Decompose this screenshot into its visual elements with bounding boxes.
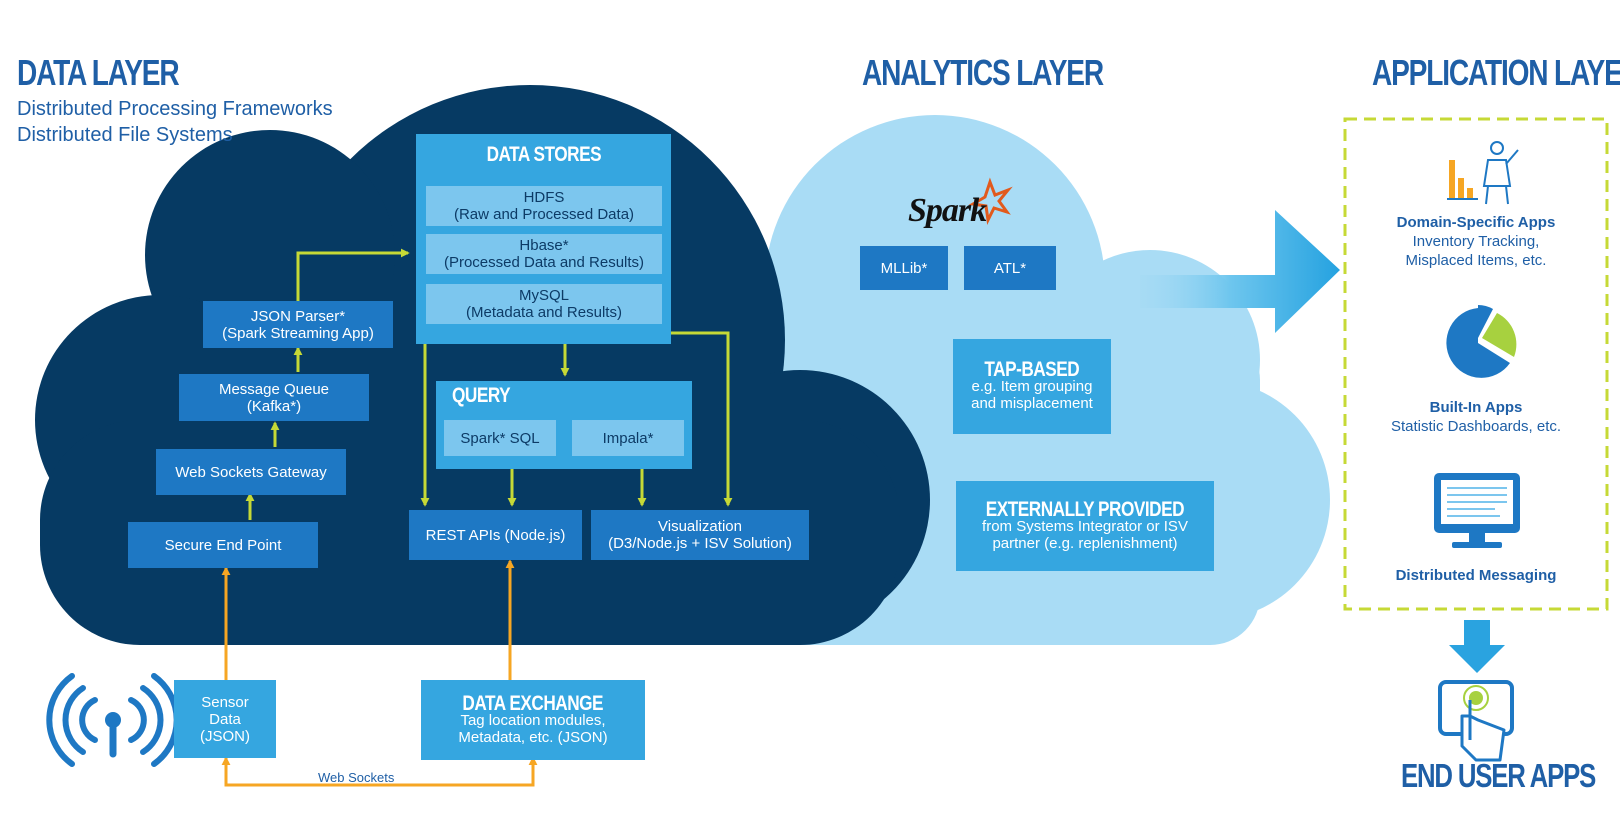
externally-provided-line1: from Systems Integrator or ISV <box>982 517 1188 535</box>
impala-box: Impala* <box>572 420 684 456</box>
wireless-sensor-icon <box>46 673 180 767</box>
distributed-messaging-caption: Distributed Messaging <box>1361 566 1591 585</box>
sensor-data-box: Sensor Data (JSON) <box>174 680 276 758</box>
web-sockets-label: Web Sockets <box>318 770 395 785</box>
pie-chart-icon <box>1446 304 1517 378</box>
secure-end-point-label: Secure End Point <box>164 536 282 554</box>
mysql-desc: (Metadata and Results) <box>466 304 622 321</box>
externally-provided-box: EXTERNALLY PROVIDED from Systems Integra… <box>956 481 1214 571</box>
externally-provided-title: EXTERNALLY PROVIDED <box>985 497 1185 521</box>
query-title: QUERY <box>452 384 511 407</box>
web-sockets-gateway-box: Web Sockets Gateway <box>156 449 346 495</box>
json-parser-line1: JSON Parser* <box>250 307 346 325</box>
atl-box: ATL* <box>964 246 1056 290</box>
big-flow-arrow <box>1140 210 1340 333</box>
data-exchange-box: DATA EXCHANGE Tag location modules, Meta… <box>421 680 645 760</box>
touch-tablet-icon <box>1438 680 1514 762</box>
builtin-apps-title: Built-In Apps <box>1429 399 1523 416</box>
spark-logo-text: Spark <box>908 192 987 229</box>
analytics-layer-title: ANALYTICS LAYER <box>862 52 1104 93</box>
secure-end-point-box: Secure End Point <box>128 522 318 568</box>
data-exchange-title: DATA EXCHANGE <box>462 691 604 715</box>
message-queue-line1: Message Queue <box>218 380 330 398</box>
data-layer-title: DATA LAYER <box>17 52 180 93</box>
impala-label: Impala* <box>602 429 654 447</box>
application-frame <box>1343 117 1609 611</box>
monitor-icon <box>1434 473 1520 548</box>
web-sockets-gateway-label: Web Sockets Gateway <box>175 463 327 481</box>
builtin-apps-caption: Built-In Apps Statistic Dashboards, etc. <box>1361 398 1591 436</box>
data-exchange-line1: Tag location modules, <box>460 711 606 729</box>
hdfs-box: HDFS (Raw and Processed Data) <box>426 186 662 226</box>
rest-apis-box: REST APIs (Node.js) <box>409 510 582 560</box>
hdfs-name: HDFS <box>523 189 565 206</box>
data-exchange-line2: Metadata, etc. (JSON) <box>458 728 608 746</box>
sensor-line1: Sensor <box>201 693 249 711</box>
data-layer-subtitle-2: Distributed File Systems <box>17 124 233 146</box>
hdfs-desc: (Raw and Processed Data) <box>453 206 635 223</box>
mllib-box: MLLib* <box>860 246 948 290</box>
visualization-line2: (D3/Node.js + ISV Solution) <box>608 535 792 552</box>
mllib-label: MLLib* <box>880 259 928 277</box>
bar-chart-person-icon <box>1447 141 1519 205</box>
json-parser-box: JSON Parser* (Spark Streaming App) <box>203 301 393 348</box>
domain-apps-title: Domain-Specific Apps <box>1396 214 1556 231</box>
atl-label: ATL* <box>993 259 1027 277</box>
distributed-messaging-title: Distributed Messaging <box>1395 567 1557 584</box>
mysql-box: MySQL (Metadata and Results) <box>426 284 662 324</box>
domain-apps-line2: Misplaced Items, etc. <box>1405 252 1547 269</box>
json-parser-line2: (Spark Streaming App) <box>222 324 374 342</box>
down-arrow <box>1449 620 1505 673</box>
tap-based-line1: e.g. Item grouping <box>971 378 1093 395</box>
green-connectors <box>245 248 733 520</box>
visualization-box: Visualization (D3/Node.js + ISV Solution… <box>591 510 809 560</box>
hbase-box: Hbase* (Processed Data and Results) <box>426 234 662 274</box>
tap-based-title: TAP-BASED <box>984 358 1080 381</box>
tap-based-line2: and misplacement <box>971 395 1093 412</box>
end-user-apps-title: END USER APPS <box>1401 757 1596 794</box>
message-queue-line2: (Kafka*) <box>246 397 302 415</box>
hbase-name: Hbase* <box>519 237 569 254</box>
builtin-apps-line1: Statistic Dashboards, etc. <box>1390 418 1562 435</box>
data-stores-title: DATA STORES <box>486 143 601 166</box>
visualization-line1: Visualization <box>658 518 742 535</box>
message-queue-box: Message Queue (Kafka*) <box>179 374 369 421</box>
application-layer-title: APPLICATION LAYER <box>1372 52 1620 93</box>
externally-provided-line2: partner (e.g. replenishment) <box>992 534 1178 552</box>
spark-sql-box: Spark* SQL <box>444 420 556 456</box>
sensor-line3: (JSON) <box>200 727 250 745</box>
sensor-line2: Data <box>209 710 241 728</box>
rest-apis-label: REST APIs (Node.js) <box>425 526 566 544</box>
data-layer-subtitle-1: Distributed Processing Frameworks <box>17 98 333 120</box>
mysql-name: MySQL <box>518 287 569 304</box>
domain-apps-line1: Inventory Tracking, <box>1412 233 1540 250</box>
spark-sql-label: Spark* SQL <box>460 429 540 447</box>
domain-apps-caption: Domain-Specific Apps Inventory Tracking,… <box>1361 213 1591 270</box>
tap-based-box: TAP-BASED e.g. Item grouping and misplac… <box>953 339 1111 434</box>
hbase-desc: (Processed Data and Results) <box>443 254 645 271</box>
spark-logo-icon <box>968 177 1013 225</box>
orange-connectors <box>221 559 538 787</box>
